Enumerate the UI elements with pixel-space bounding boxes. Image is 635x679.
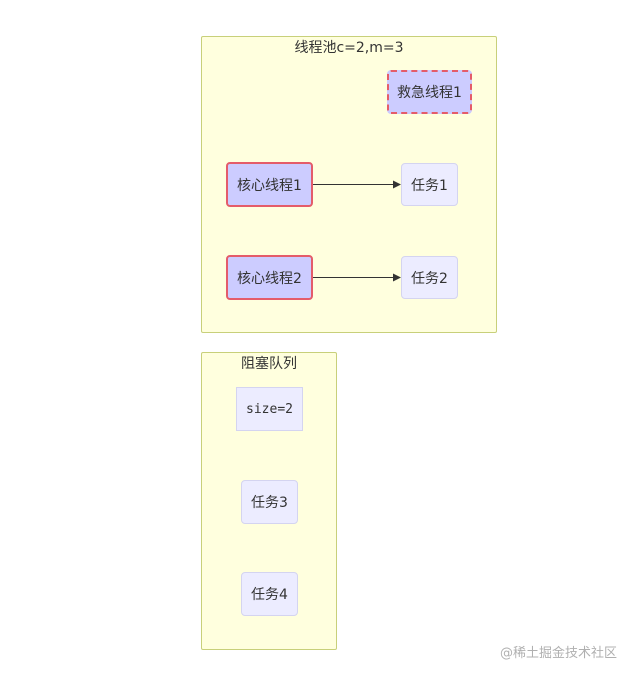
task-2-label: 任务2: [411, 270, 448, 287]
core-thread-2-node: 核心线程2: [226, 255, 313, 300]
core-thread-1-label: 核心线程1: [237, 177, 302, 194]
queue-size-label: size=2: [246, 401, 293, 417]
rescue-thread-1-label: 救急线程1: [397, 85, 462, 101]
task-1-label: 任务1: [411, 177, 448, 194]
task-3-label: 任务3: [251, 495, 288, 511]
thread-pool-title: 线程池c=2,m=3: [294, 40, 404, 56]
rescue-thread-1-node: 救急线程1: [387, 70, 472, 114]
blocking-queue-title: 阻塞队列: [241, 356, 297, 372]
core-thread-2-label: 核心线程2: [237, 270, 302, 287]
task-3-node: 任务3: [241, 480, 298, 524]
task-2-node: 任务2: [401, 256, 458, 299]
core-thread-1-node: 核心线程1: [226, 162, 313, 207]
task-4-label: 任务4: [251, 587, 288, 603]
task-1-node: 任务1: [401, 163, 458, 206]
queue-size-node: size=2: [236, 387, 303, 431]
task-4-node: 任务4: [241, 572, 298, 616]
watermark-text: @稀土掘金技术社区: [499, 646, 617, 661]
